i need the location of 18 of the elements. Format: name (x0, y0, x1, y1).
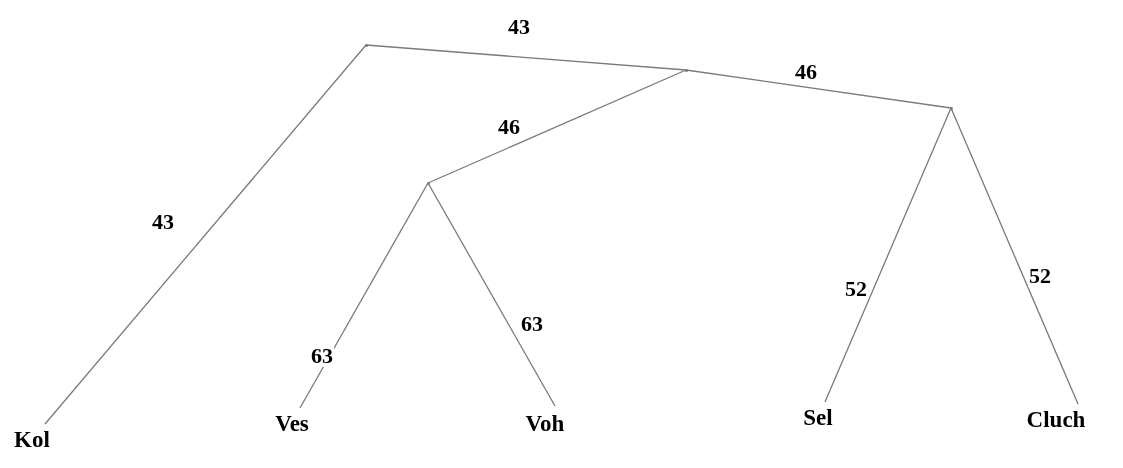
leaf-label: Kol (14, 426, 50, 454)
leaf-label: Voh (525, 410, 565, 438)
branch-line (44, 44, 367, 425)
branch-point (949, 106, 953, 110)
edge-label: 63 (310, 345, 334, 367)
branch-line (685, 69, 952, 109)
branch-line (824, 107, 952, 403)
branch-line (365, 44, 687, 71)
branch-point (684, 68, 688, 72)
leaf-label: Ves (275, 410, 309, 438)
branch-line (299, 182, 429, 409)
branch-line (950, 107, 1079, 405)
branch-line (427, 182, 556, 407)
leaf-label: Sel (803, 404, 833, 432)
leaf-label: Cluch (1026, 406, 1086, 434)
branch-line (427, 69, 687, 184)
branch-point (426, 181, 430, 185)
branch-point (364, 43, 368, 47)
